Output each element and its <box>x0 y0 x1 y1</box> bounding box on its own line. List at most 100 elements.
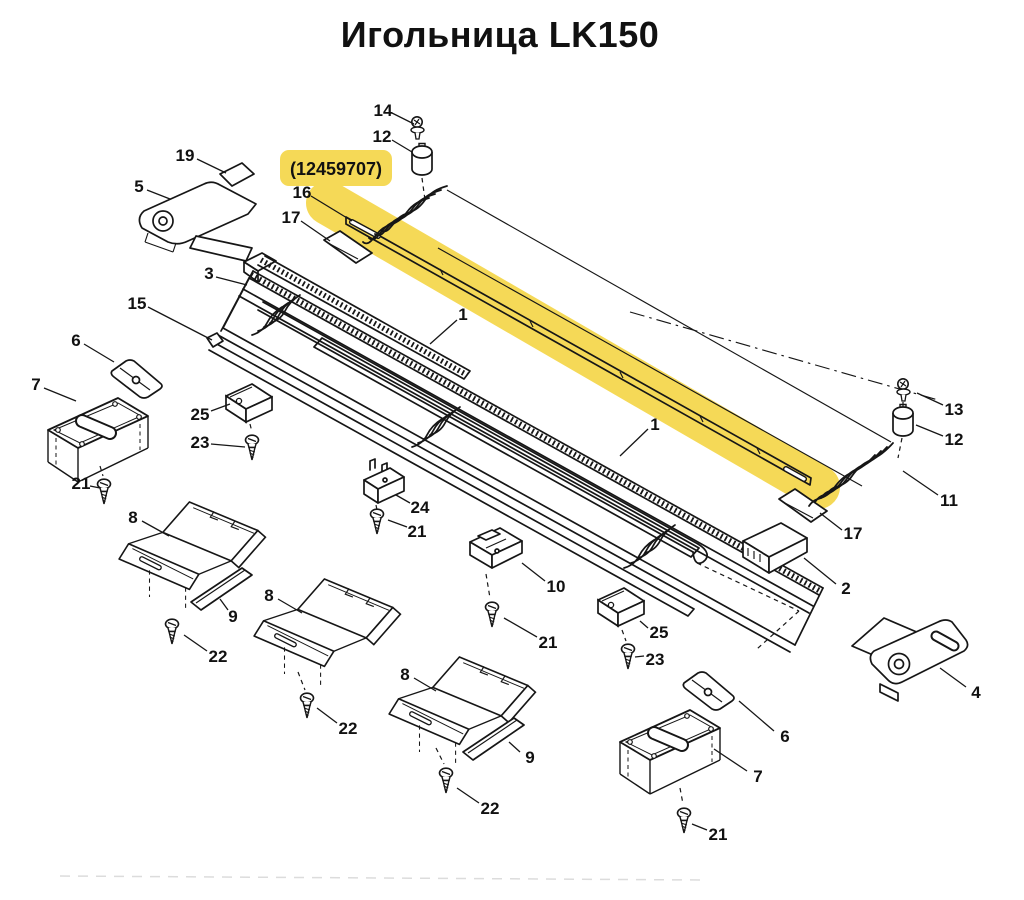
leader-line-1 <box>619 428 649 457</box>
part-label-22: 22 <box>209 647 228 666</box>
part-23-screw-left <box>244 434 260 461</box>
leader-line-7 <box>43 387 77 402</box>
part-label-5: 5 <box>134 177 143 196</box>
leader-line-14 <box>391 112 415 125</box>
leader-line-12 <box>391 139 413 153</box>
leader-line-9 <box>508 741 521 753</box>
part-8-bracket-1 <box>119 502 265 608</box>
leader-line-13 <box>916 392 944 406</box>
part-label-17: 17 <box>282 208 301 227</box>
leader-line-22 <box>456 787 480 804</box>
page-title: Игольница LK150 <box>340 14 660 55</box>
part-label-25: 25 <box>191 405 210 424</box>
leader-line-23 <box>210 443 246 448</box>
guide-dash <box>621 629 627 642</box>
guide-dash <box>297 671 306 691</box>
part-6-clip-left <box>110 359 163 399</box>
part-7-cover-plate-right <box>620 710 720 794</box>
part-1-needle-bed <box>217 270 824 653</box>
part-12-cylinder-right <box>892 402 914 459</box>
leader-line-19 <box>196 158 227 174</box>
leader-line-21 <box>691 823 708 831</box>
leader-line-15 <box>147 306 213 341</box>
part-3-rack-rail <box>243 252 471 380</box>
part-7-cover-plate-left <box>48 398 148 482</box>
part-5-plate <box>138 181 257 262</box>
part-label-2: 2 <box>841 579 850 598</box>
part-9-strip-2 <box>462 717 525 761</box>
part-label-21: 21 <box>709 825 728 844</box>
part-22-screw-3 <box>438 767 454 794</box>
part-label-13: 13 <box>945 400 964 419</box>
leader-line-21 <box>503 617 538 638</box>
leader-line-10 <box>521 562 546 582</box>
part-22-screw-2 <box>299 692 315 719</box>
part-label-12: 12 <box>373 127 392 146</box>
part-21-screw-bottom <box>676 807 692 834</box>
part-25-block-right <box>597 587 645 627</box>
leader-line-9 <box>219 598 229 611</box>
guide-dash <box>99 465 104 477</box>
part-13-screw <box>896 377 911 402</box>
leader-line-12 <box>915 424 944 437</box>
part-label-16: 16 <box>293 183 312 202</box>
part-21-screw-mid <box>484 601 500 628</box>
part-22-screw-1 <box>164 618 180 645</box>
part-label-3: 3 <box>204 264 213 283</box>
part-label-22: 22 <box>339 719 358 738</box>
part-label-23: 23 <box>191 433 210 452</box>
part-label-21: 21 <box>408 522 427 541</box>
part-label-1: 1 <box>458 305 467 324</box>
part-label-24: 24 <box>411 498 430 517</box>
needle-wires-cluster-right <box>623 524 676 569</box>
part-9-strip-1 <box>190 567 253 611</box>
part-4-handle-plate <box>851 617 969 702</box>
part-label-9: 9 <box>525 748 534 767</box>
leader-line-16 <box>310 195 353 222</box>
part-label-11: 11 <box>940 491 958 510</box>
leader-line-8 <box>413 677 437 692</box>
part-14-screw <box>410 116 425 140</box>
guide-dash <box>435 747 445 765</box>
guide-dash <box>249 423 253 433</box>
part-label-17: 17 <box>844 524 863 543</box>
part-24-bracket <box>363 458 405 511</box>
part-label-22: 22 <box>481 799 500 818</box>
part-23-screw-right <box>620 643 636 670</box>
part-number-text: (12459707) <box>290 159 382 179</box>
leader-line-11 <box>902 470 939 496</box>
part-21-screw-left <box>96 478 112 505</box>
highlighted-part-number: (12459707) <box>280 150 392 186</box>
leader-line-17 <box>300 220 331 242</box>
part-8-bracket-3 <box>389 657 535 763</box>
needle-wires-cluster-mid <box>411 406 461 448</box>
leader-line-25 <box>210 403 231 412</box>
scan-artifact-line <box>59 875 701 881</box>
leader-line-3 <box>215 276 248 286</box>
leader-line-21 <box>387 519 408 528</box>
part-17-sponge-strip-left <box>323 230 373 264</box>
part-label-8: 8 <box>264 586 273 605</box>
part-label-6: 6 <box>71 331 80 350</box>
part-number-highlight-box <box>280 150 392 186</box>
part-25-block-left <box>225 383 273 423</box>
part-label-21: 21 <box>539 633 558 652</box>
part-label-10: 10 <box>547 577 566 596</box>
part-16-retainer-bar <box>345 216 812 486</box>
part-label-1: 1 <box>650 415 659 434</box>
part-label-8: 8 <box>400 665 409 684</box>
guide-dash <box>679 787 684 805</box>
leader-line-4 <box>939 667 967 688</box>
leader-line-8 <box>141 520 170 537</box>
part-12-cylinder-top <box>411 142 433 201</box>
leader-line-7 <box>713 748 748 772</box>
part-label-8: 8 <box>128 508 137 527</box>
part-10-clamp <box>469 527 523 599</box>
part-label-23: 23 <box>646 650 665 669</box>
leader-line-17 <box>819 512 843 531</box>
part-6-clip-right <box>682 671 735 711</box>
long-guide-wires <box>437 189 939 487</box>
part-label-12: 12 <box>945 430 964 449</box>
